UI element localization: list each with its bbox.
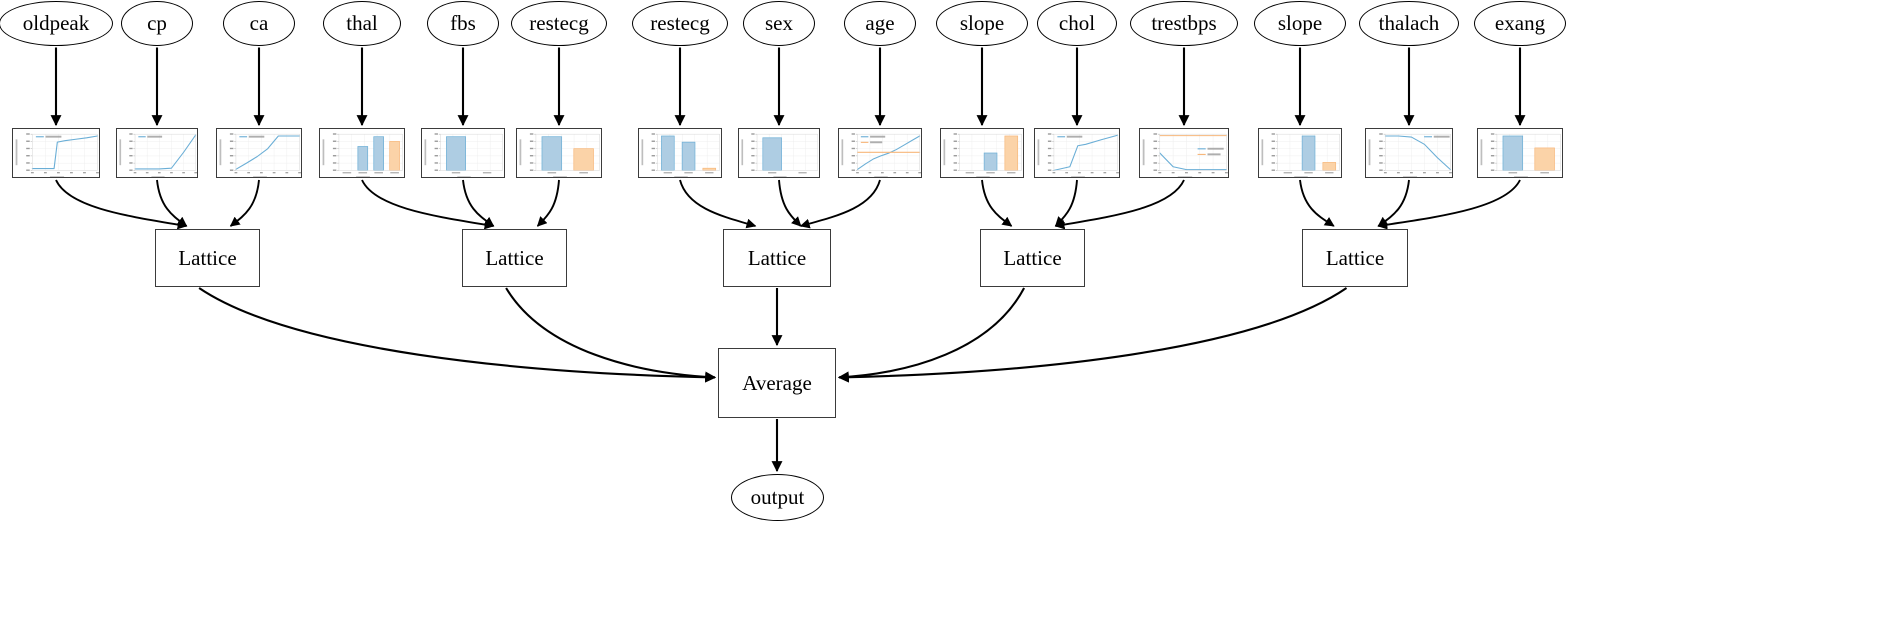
calibrator-plot-exang[interactable] <box>1477 128 1563 178</box>
edge <box>361 179 495 230</box>
feature-node-label: fbs <box>450 10 476 35</box>
edge <box>1377 179 1521 230</box>
average-node-label: Average <box>742 370 812 395</box>
lattice-node-lattice3[interactable]: Lattice <box>723 229 831 287</box>
feature-node-restecg[interactable]: restecg <box>511 0 607 46</box>
edge <box>837 287 1348 383</box>
lattice-node-lattice5[interactable]: Lattice <box>1302 229 1408 287</box>
feature-node-label: slope <box>1277 10 1323 35</box>
edge <box>462 179 495 227</box>
feature-node-label: age <box>865 10 895 35</box>
calibrator-plot-restecg2[interactable] <box>638 128 722 178</box>
lattice-node-label: Lattice <box>1325 245 1385 270</box>
feature-node-chol[interactable]: chol <box>1037 0 1117 46</box>
feature-node-slope2[interactable]: slope <box>1254 0 1346 46</box>
edge <box>1377 179 1410 227</box>
calibrator-plot-thalach[interactable] <box>1365 128 1453 178</box>
calibrator-plot-chol[interactable] <box>1034 128 1120 178</box>
calibrator-plot-age[interactable] <box>838 128 922 178</box>
feature-node-label: restecg <box>529 10 589 35</box>
feature-node-cp[interactable]: cp <box>121 0 193 46</box>
edge <box>156 179 188 227</box>
edge <box>1054 179 1078 227</box>
edge <box>198 287 717 383</box>
edge <box>536 179 560 227</box>
edge <box>778 179 802 227</box>
calibrator-plot-restecg[interactable] <box>516 128 602 178</box>
feature-node-label: oldpeak <box>22 10 90 35</box>
feature-node-label: chol <box>1058 10 1096 35</box>
feature-node-fbs[interactable]: fbs <box>427 0 499 46</box>
lattice-node-label: Lattice <box>747 245 807 270</box>
output-node-label: output <box>750 485 805 509</box>
lattice-node-lattice4[interactable]: Lattice <box>980 229 1085 287</box>
output-node[interactable]: output <box>731 474 824 521</box>
feature-node-age[interactable]: age <box>844 0 916 46</box>
edge <box>229 179 260 227</box>
lattice-node-lattice2[interactable]: Lattice <box>462 229 567 287</box>
calibrator-plot-slope[interactable] <box>940 128 1024 178</box>
edge <box>837 287 1026 383</box>
feature-node-label: trestbps <box>1151 10 1217 35</box>
lattice-node-label: Lattice <box>485 245 544 270</box>
feature-node-trestbps[interactable]: trestbps <box>1130 0 1238 46</box>
edge <box>679 179 757 229</box>
feature-node-label: ca <box>249 10 269 35</box>
feature-node-label: sex <box>765 10 793 35</box>
feature-node-label: restecg <box>650 10 710 35</box>
feature-node-label: slope <box>959 10 1005 35</box>
feature-node-thal[interactable]: thal <box>323 0 401 46</box>
feature-node-label: thalach <box>1378 10 1440 35</box>
calibrator-plot-thal[interactable] <box>319 128 405 178</box>
feature-node-label: exang <box>1494 10 1546 35</box>
feature-node-label: thal <box>346 10 378 35</box>
lattice-node-label: Lattice <box>178 245 237 270</box>
lattice-node-lattice1[interactable]: Lattice <box>155 229 260 287</box>
edge <box>505 287 717 383</box>
edge <box>799 179 881 229</box>
edge <box>1299 179 1335 227</box>
feature-node-ca[interactable]: ca <box>223 0 295 46</box>
calibrator-plot-slope2[interactable] <box>1258 128 1342 178</box>
edge <box>1054 179 1185 230</box>
edge <box>981 179 1013 227</box>
calibrator-plot-trestbps[interactable] <box>1139 128 1229 178</box>
feature-node-sex[interactable]: sex <box>743 0 815 46</box>
calibrator-plot-oldpeak[interactable] <box>12 128 100 178</box>
feature-node-restecg2[interactable]: restecg <box>632 0 728 46</box>
edge <box>55 179 188 230</box>
calibrator-plot-cp[interactable] <box>116 128 198 178</box>
feature-node-label: cp <box>147 10 167 35</box>
calibrator-plot-sex[interactable] <box>738 128 820 178</box>
average-node[interactable]: Average <box>718 348 836 418</box>
feature-node-oldpeak[interactable]: oldpeak <box>0 0 113 46</box>
calibrator-plot-fbs[interactable] <box>421 128 505 178</box>
feature-node-thalach[interactable]: thalach <box>1359 0 1459 46</box>
feature-node-exang[interactable]: exang <box>1474 0 1566 46</box>
calibrator-plot-ca[interactable] <box>216 128 302 178</box>
feature-node-slope[interactable]: slope <box>936 0 1028 46</box>
lattice-node-label: Lattice <box>1003 245 1062 270</box>
